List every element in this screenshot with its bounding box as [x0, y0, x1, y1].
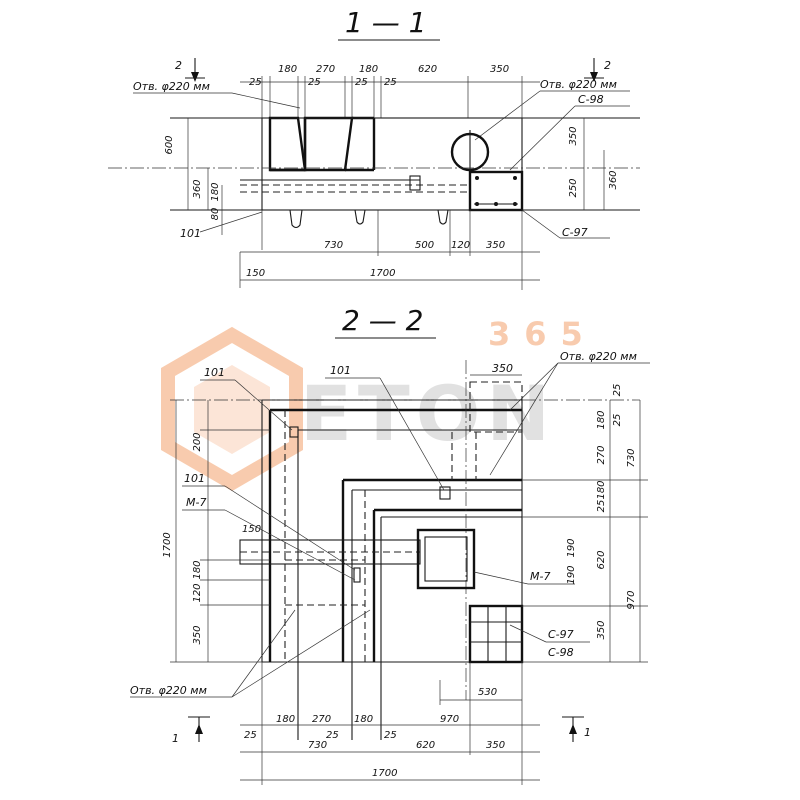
dim-right-180b: 180: [596, 480, 607, 499]
dim-top-3: 270: [316, 64, 335, 75]
label-c98: С-98: [578, 93, 604, 106]
dim-left-350: 350: [192, 625, 203, 644]
dim-top-2: 180: [278, 64, 297, 75]
dim-left-180: 180: [210, 182, 221, 201]
label-101-c: 101: [184, 472, 205, 485]
dim-top-4: 25: [308, 77, 321, 88]
dim-bottom-180a: 180: [276, 714, 295, 725]
dim-right-25b: 25: [612, 414, 623, 427]
hole-label-right: Отв. φ220 мм: [540, 78, 617, 91]
section-1-title: 1 — 1: [345, 6, 426, 39]
hole-label-bottom: Отв. φ220 мм: [130, 684, 207, 697]
section-1-1: 1 — 1 2 2 25 180 270 25 180 25 2: [108, 6, 640, 290]
label-c98-s2: С-98: [548, 646, 574, 659]
label-c97-s2: С-97: [548, 628, 574, 641]
label-101-a: 101: [204, 366, 225, 379]
dim-bottom-620: 620: [416, 740, 435, 751]
dim-left-200: 200: [192, 432, 203, 451]
section-2-title: 2 — 2: [342, 304, 423, 337]
watermark-hexagon-icon: [161, 326, 303, 492]
cut-mark-right: 2: [604, 59, 611, 72]
dim-bottom-180b: 180: [354, 714, 373, 725]
cut-mark-1-right: 1: [584, 726, 591, 739]
dim-left-80: 80: [210, 208, 221, 221]
dim-right-25c: 25: [596, 500, 607, 513]
dim-right-190b: 190: [566, 565, 577, 584]
dim-bottom-25c: 25: [384, 730, 397, 741]
dim-top-9: 350: [490, 64, 509, 75]
dim-bottom-350: 350: [486, 740, 505, 751]
label-m7-left: М-7: [186, 496, 206, 509]
hole-label-left: Отв. φ220 мм: [133, 80, 210, 93]
dim-left-600: 600: [164, 135, 175, 154]
watermark: 365 ETON: [161, 315, 597, 492]
label-c97: С-97: [562, 226, 588, 239]
dim-left-120: 120: [192, 583, 203, 602]
dim-top-5: 180: [359, 64, 378, 75]
dim-total-1700-s2: 1700: [372, 768, 397, 779]
dim-bottom-350: 350: [486, 240, 505, 251]
dim-left-360: 360: [192, 179, 203, 198]
label-101-s1: 101: [180, 227, 201, 240]
hole-label-top: Отв. φ220 мм: [560, 350, 637, 363]
dim-right-180a: 180: [596, 410, 607, 429]
dim-bottom-25b: 25: [326, 730, 339, 741]
dim-right-270: 270: [596, 445, 607, 464]
dim-530: 530: [478, 687, 497, 698]
dim-right-25a: 25: [612, 384, 623, 397]
cut-mark-left: 2: [175, 59, 182, 72]
dim-right-360: 360: [608, 170, 619, 189]
label-m7-right: М-7: [530, 570, 550, 583]
dim-bottom-120: 120: [451, 240, 470, 251]
dim-top-1: 25: [249, 77, 262, 88]
cut-mark-1-left: 1: [172, 732, 179, 745]
watermark-number: 365: [488, 315, 597, 353]
dim-150-s2: 150: [242, 524, 261, 535]
dim-right-730: 730: [626, 448, 637, 467]
dim-top-8: 620: [418, 64, 437, 75]
watermark-word: ETON: [300, 369, 556, 458]
section-2-2: 2 — 2: [130, 304, 650, 785]
label-101-b: 101: [330, 364, 351, 377]
dim-bottom-970: 970: [440, 714, 459, 725]
dim-left-1700: 1700: [162, 532, 173, 557]
dim-total-1700: 1700: [370, 268, 395, 279]
dim-left-180: 180: [192, 560, 203, 579]
dim-top-7: 25: [384, 77, 397, 88]
dim-right-970: 970: [626, 590, 637, 609]
dim-right-620: 620: [596, 550, 607, 569]
dim-bottom-25a: 25: [244, 730, 257, 741]
dim-bottom-730: 730: [324, 240, 343, 251]
dim-bottom-500: 500: [415, 240, 434, 251]
dim-150: 150: [246, 268, 265, 279]
dim-bottom-730: 730: [308, 740, 327, 751]
dim-top-6: 25: [355, 77, 368, 88]
dim-right-250: 250: [568, 178, 579, 197]
dim-350-top: 350: [492, 362, 513, 375]
dim-right-350: 350: [596, 620, 607, 639]
dim-right-190a: 190: [566, 538, 577, 557]
dim-right-350: 350: [568, 126, 579, 145]
dim-bottom-270: 270: [312, 714, 331, 725]
